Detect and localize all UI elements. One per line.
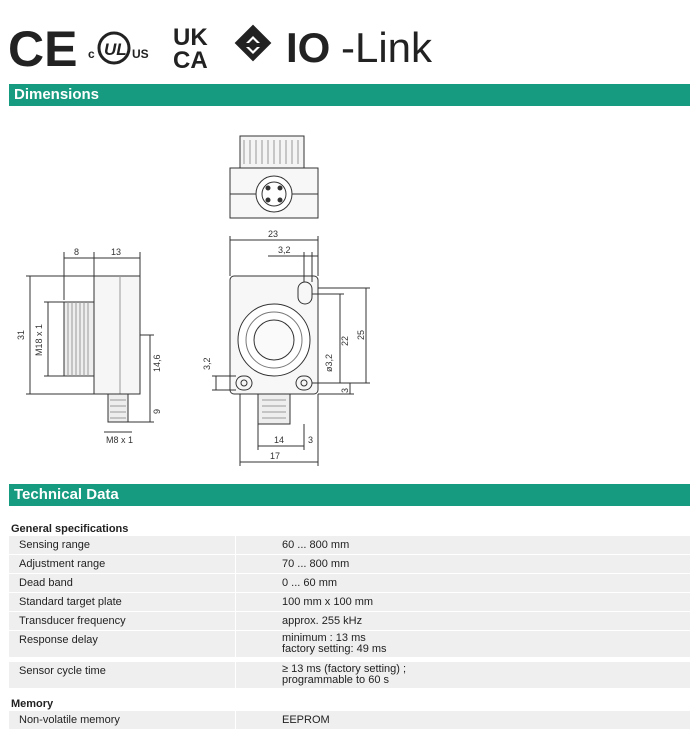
cul-us: US [132,47,149,61]
row-value: 60 ... 800 mm [282,539,350,551]
iolink-rest: -Link [341,24,433,71]
row-value: 70 ... 800 mm [282,558,350,570]
row-label: Sensing range [9,536,236,554]
row-label: Transducer frequency [9,612,236,630]
dim-3-2-top: 3,2 [278,245,291,255]
row-value: minimum : 13 ms factory setting: 49 ms [236,631,690,657]
row-value: approx. 255 kHz [282,615,363,627]
table-row: Adjustment range 70 ... 800 mm [9,555,690,574]
table-row: Transducer frequency approx. 255 kHz [9,612,690,631]
dim-22: 22 [340,336,350,346]
dim-3-bottom: 3 [308,435,313,445]
technical-data-table: General specifications Sensing range 60 … [9,518,690,730]
row-label: Sensor cycle time [9,662,236,688]
dim-3-right: 3 [340,388,350,393]
ul-letters: UL [104,40,127,59]
section-title: General specifications [11,523,129,535]
iolink-bold: IO [286,24,330,71]
dim-m8: M8 x 1 [106,435,133,445]
cul-us-mark-icon: c UL US [88,31,149,65]
dim-9: 9 [152,409,162,414]
section-general-specifications: General specifications [9,518,690,536]
iolink-logo-icon: IO -Link [234,24,433,71]
row-value: 0 ... 60 mm [282,577,338,589]
technical-data-header: Technical Data [9,484,690,506]
top-view [229,135,319,219]
row-value-line: programmable to 60 s [282,674,389,686]
row-value-line: factory setting: 49 ms [282,643,387,655]
row-label: Dead band [9,574,236,592]
ce-mark-icon: CE [8,21,77,77]
row-value-line: ≥ 13 ms (factory setting) ; [282,663,407,675]
ukca-bottom: CA [173,47,208,74]
table-row: Dead band 0 ... 60 mm [9,574,690,593]
ce-mark: CE [8,21,77,77]
row-value-line: minimum : 13 ms [282,632,366,644]
table-row: Non-volatile memory EEPROM [9,711,690,730]
row-value: ≥ 13 ms (factory setting) ; programmable… [236,662,690,688]
cul-c: c [88,47,95,61]
dim-31: 31 [16,330,26,340]
dim-m18: M18 x 1 [34,324,44,356]
section-title: Memory [11,698,54,710]
certification-logos: CE c UL US UK CA IO -Link [8,21,433,77]
dim-3-2-left: 3,2 [202,357,212,370]
row-value: 100 mm x 100 mm [282,596,374,608]
table-row: Response delay minimum : 13 ms factory s… [9,631,690,658]
dimension-drawing: 8 13 31 M18 x 1 14,6 9 M8 x 1 23 3,2 22 … [16,135,370,466]
dim-13: 13 [111,247,121,257]
table-row: Sensor cycle time ≥ 13 ms (factory setti… [9,662,690,689]
dim-8: 8 [74,247,79,257]
row-label: Adjustment range [9,555,236,573]
dim-25: 25 [356,330,366,340]
row-label: Response delay [9,631,236,657]
row-label: Standard target plate [9,593,236,611]
table-row: Sensing range 60 ... 800 mm [9,536,690,555]
ul-ring [97,31,131,65]
dim-14: 14 [274,435,284,445]
dim-17: 17 [270,451,280,461]
dim-phi-3-2: ø3,2 [324,354,334,372]
dimensions-header: Dimensions [9,84,690,106]
front-view [212,236,370,466]
dim-23: 23 [268,229,278,239]
section-memory: Memory [9,693,690,711]
row-value: EEPROM [282,714,330,726]
row-label: Non-volatile memory [9,711,236,729]
side-view [26,252,154,433]
dim-14-6: 14,6 [152,354,162,372]
ukca-top: UK [173,24,208,51]
table-row: Standard target plate 100 mm x 100 mm [9,593,690,612]
ukca-mark-icon: UK CA [173,24,208,74]
